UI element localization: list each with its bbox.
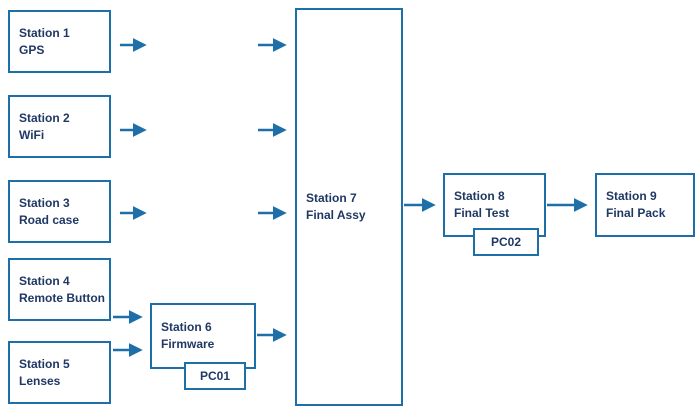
station-5-name: Station 5 <box>19 356 70 371</box>
station-6-box: Station 6 Firmware <box>150 303 256 369</box>
station-9-box: Station 9 Final Pack <box>595 173 695 237</box>
station-2-desc: WiFi <box>19 127 45 142</box>
station-3-box: Station 3 Road case <box>8 180 111 243</box>
station-1-desc: GPS <box>19 42 45 57</box>
pc02-box: PC02 <box>473 228 539 256</box>
station-2-box: Station 2 WiFi <box>8 95 111 158</box>
pc01-box: PC01 <box>184 362 246 390</box>
station-6-name: Station 6 <box>161 320 212 334</box>
station-8-name: Station 8 <box>454 189 505 203</box>
station-2-name: Station 2 <box>19 110 70 125</box>
station-5-box: Station 5 Lenses <box>8 341 111 404</box>
station-3-desc: Road case <box>19 212 80 227</box>
station-4-name: Station 4 <box>19 273 70 288</box>
station-3-name: Station 3 <box>19 195 70 210</box>
pc02-label: PC02 <box>490 235 522 249</box>
station-9-name: Station 9 <box>606 189 657 203</box>
station-8-box: Station 8 Final Test <box>443 173 546 237</box>
station-9-desc: Final Pack <box>606 206 666 220</box>
station-6-desc: Firmware <box>161 337 215 351</box>
station-5-desc: Lenses <box>19 373 61 388</box>
station-4-desc: Remote Button <box>19 290 105 305</box>
station-7-desc: Final Assy <box>306 208 366 222</box>
station-8-desc: Final Test <box>454 206 510 220</box>
station-1-name: Station 1 <box>19 25 70 40</box>
station-1-box: Station 1 GPS <box>8 10 111 73</box>
pc01-label: PC01 <box>199 369 231 383</box>
station-7-box: Station 7 Final Assy <box>295 8 403 406</box>
station-7-name: Station 7 <box>306 191 357 205</box>
station-4-box: Station 4 Remote Button <box>8 258 111 321</box>
